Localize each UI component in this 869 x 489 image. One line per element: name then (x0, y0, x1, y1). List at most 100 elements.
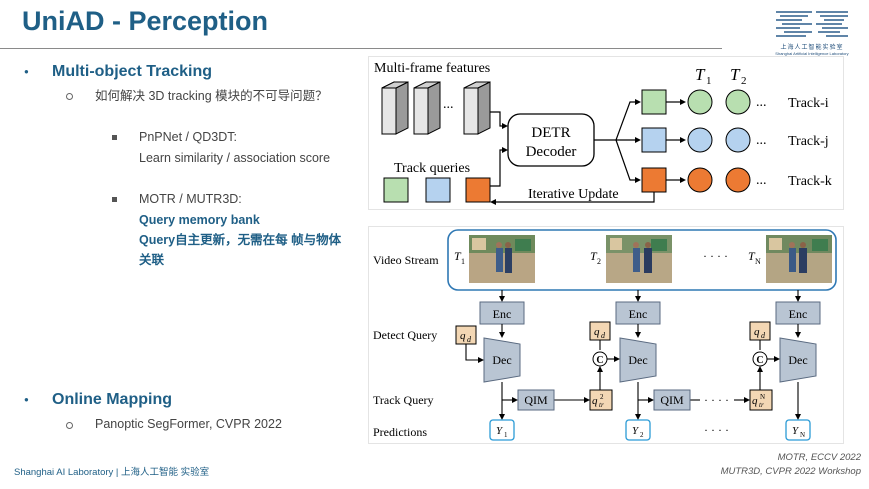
query-green (383, 177, 409, 203)
svg-text:N: N (800, 431, 805, 439)
mot-question: 如何解决 3D tracking 模块的不可导问题？ (95, 89, 328, 103)
motr-desc-1: Query memory bank (139, 213, 260, 227)
svg-text:d: d (601, 331, 606, 340)
qim-box-1 (517, 389, 555, 411)
svg-text:Y: Y (632, 425, 640, 437)
motr-diagram: Multi-frame features ... DETR Decoder Tr… (368, 56, 844, 210)
svg-text:QIM: QIM (660, 393, 684, 407)
svg-text:2: 2 (600, 393, 604, 401)
enc-label-2: Enc (629, 307, 648, 321)
t2-sub: 2 (741, 75, 747, 87)
motr-title: MOTR / MUTR3D: (139, 192, 242, 206)
logo-emblem-icon (776, 11, 848, 37)
citation-mutr3d: MUTR3D, CVPR 2022 Workshop (720, 466, 861, 477)
pnpnet-title: PnPNet / QD3DT: (139, 130, 237, 144)
feature-stack (381, 81, 491, 135)
frame-t2-sub: 2 (597, 257, 601, 266)
prediction-box-2 (625, 419, 651, 441)
citation-motr: MOTR, ECCV 2022 (777, 452, 861, 463)
square-bullet-icon (112, 197, 117, 202)
track-j-label: Track-j (788, 134, 829, 149)
t1-label: T (695, 65, 706, 84)
svg-text:tr: tr (599, 401, 604, 409)
qd-box-1 (455, 325, 477, 345)
prediction-box-n (785, 419, 811, 441)
qim-dots: · · · · (704, 393, 729, 407)
bullet-dot-icon: ● (24, 67, 29, 76)
dots-k: ... (756, 173, 767, 188)
prediction-dots: · · · · (704, 423, 729, 437)
dec-box-1 (483, 337, 521, 383)
svg-text:d: d (761, 331, 766, 340)
motr-desc-2: Query自主更新，无需在每 帧与物体 (139, 233, 342, 247)
svg-text:C: C (756, 355, 763, 366)
frame-tn: T (748, 249, 756, 263)
qtr-box-n (749, 389, 773, 411)
frame-image-1 (469, 235, 535, 283)
dec-label-1: Dec (492, 353, 511, 367)
dec-box-2 (619, 337, 657, 383)
qtr-box-2 (589, 389, 613, 411)
dec-box-n (779, 337, 817, 383)
queries-label: Track queries (394, 161, 470, 176)
svg-text:tr: tr (759, 401, 764, 409)
svg-text:1: 1 (504, 431, 508, 439)
pnpnet-desc: Learn similarity / association score (139, 151, 331, 165)
shanghai-ai-lab-logo: 上海人工智能实验室 Shanghai Artificial Intelligen… (772, 8, 852, 60)
update-label: Iterative Update (528, 187, 619, 202)
square-bullet-icon (112, 135, 117, 140)
frame-image-2 (606, 235, 672, 283)
svg-text:q: q (460, 330, 466, 342)
svg-text:N: N (760, 393, 765, 401)
dots-i: ... (756, 95, 767, 110)
sub-bullet-circle-icon (66, 93, 73, 100)
qd-box-n (749, 321, 771, 341)
decoder-line1: DETR (531, 125, 570, 141)
sub-bullet-circle-icon (66, 422, 73, 429)
feature-ellipsis: ... (443, 97, 454, 112)
frame-t1: T (454, 249, 462, 263)
decoder-line2: Decoder (526, 144, 577, 160)
svg-text:q: q (754, 326, 760, 338)
track-query-label: Track Query (373, 393, 434, 407)
qim-box-2 (653, 389, 691, 411)
enc-label-1: Enc (493, 307, 512, 321)
bullet-dot-icon: ● (24, 395, 29, 404)
query-orange (465, 177, 491, 203)
motr-desc-3: 关联 (139, 253, 165, 267)
logo-cn-text: 上海人工智能实验室 (780, 45, 844, 51)
query-blue (425, 177, 451, 203)
dec-label-2: Dec (628, 353, 647, 367)
enc-label-n: Enc (789, 307, 808, 321)
prediction-box-1 (489, 419, 515, 441)
mapping-heading: Online Mapping (52, 391, 172, 408)
track-i-label: Track-i (788, 96, 829, 111)
svg-text:QIM: QIM (524, 393, 548, 407)
svg-text:Y: Y (496, 425, 504, 437)
frame-tn-sub: N (755, 257, 761, 266)
svg-text:d: d (467, 335, 472, 344)
t1-sub: 1 (706, 75, 712, 87)
track-k-label: Track-k (788, 174, 832, 189)
dots-j: ... (756, 133, 767, 148)
title-divider (0, 48, 722, 49)
svg-text:q: q (752, 395, 758, 407)
features-label: Multi-frame features (374, 61, 490, 76)
frame-dots: · · · · (703, 249, 728, 263)
qd-box-2 (589, 321, 611, 341)
video-stream-label: Video Stream (373, 253, 439, 267)
detect-query-label: Detect Query (373, 328, 437, 342)
footer-text: Shanghai AI Laboratory | 上海人工智能 实验室 (14, 467, 210, 478)
frame-image-n (766, 235, 832, 283)
svg-text:Y: Y (792, 425, 800, 437)
svg-text:C: C (596, 355, 603, 366)
svg-text:q: q (594, 326, 600, 338)
svg-text:2: 2 (640, 431, 644, 439)
mot-heading: Multi-object Tracking (52, 63, 213, 80)
dec-label-n: Dec (788, 353, 807, 367)
logo-en-text: Shanghai Artificial Intelligence Laborat… (775, 51, 849, 56)
frame-t1-sub: 1 (461, 257, 465, 266)
slide-title: UniAD - Perception (22, 6, 269, 36)
predictions-label: Predictions (373, 425, 427, 439)
svg-text:q: q (592, 395, 598, 407)
